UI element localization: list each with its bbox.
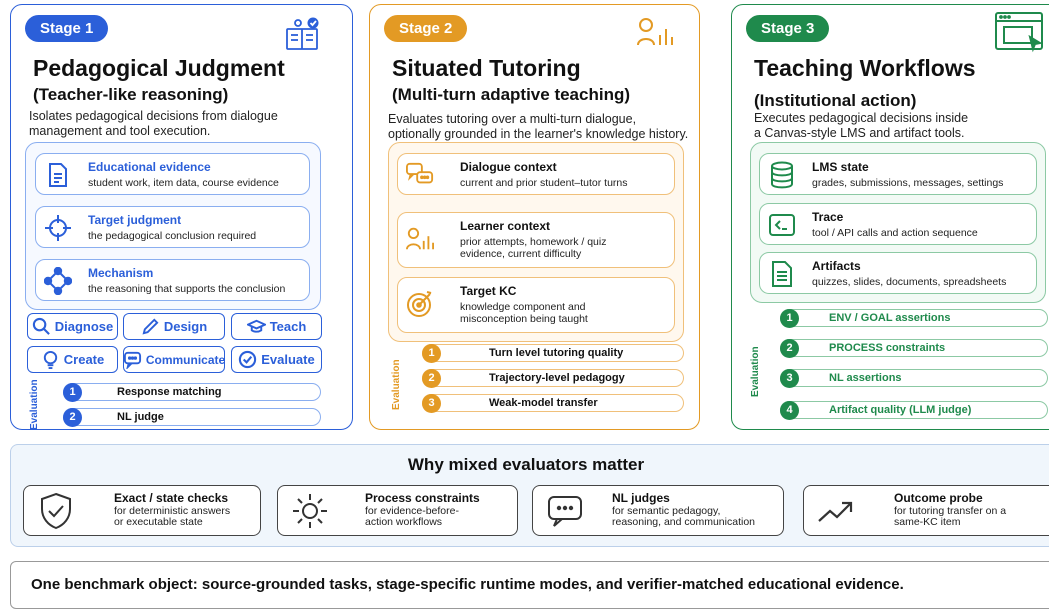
speech-bubble-icon bbox=[548, 496, 582, 527]
stage-2-description: Evaluates tutoring over a multi-turn dia… bbox=[388, 112, 689, 141]
check-circle-icon bbox=[239, 350, 257, 369]
why-item-nl-judges: NL judges for semantic pedagogy, reasoni… bbox=[532, 485, 784, 536]
diagnose-button[interactable]: Diagnose bbox=[27, 313, 118, 340]
stage-3-subtitle: (Institutional action) bbox=[754, 91, 917, 110]
stage-2-eval-row: 1 Turn level tutoring quality bbox=[422, 344, 684, 363]
stage-1-evaluation-label: Evaluation bbox=[29, 379, 40, 430]
card-learner-context: Learner context prior attempts, homework… bbox=[397, 212, 675, 268]
sun-gear-icon bbox=[293, 494, 327, 528]
stage-2-evaluation-label: Evaluation bbox=[391, 359, 402, 410]
evaluate-button[interactable]: Evaluate bbox=[231, 346, 322, 373]
browser-window-icon bbox=[995, 12, 1043, 53]
shield-check-icon bbox=[41, 492, 71, 530]
file-icon bbox=[772, 261, 792, 287]
learner-chart-icon bbox=[406, 227, 434, 250]
stage-1-description: Isolates pedagogical decisions from dial… bbox=[29, 109, 278, 138]
why-item-outcome-probe: Outcome probe for tutoring transfer on a… bbox=[803, 485, 1049, 536]
network-icon bbox=[44, 267, 72, 295]
stage-2-panel: Stage 2 Situated Tutoring (Multi-turn ad… bbox=[369, 4, 700, 430]
chat-icon bbox=[123, 351, 141, 369]
stage-3-evaluation-label: Evaluation bbox=[750, 346, 761, 397]
teacher-book-icon bbox=[286, 17, 319, 50]
why-item-exact-checks: Exact / state checks for deterministic a… bbox=[23, 485, 261, 536]
stage-2-label: Stage 2 bbox=[384, 15, 468, 42]
database-icon bbox=[771, 161, 793, 189]
terminal-icon bbox=[769, 214, 795, 236]
card-trace: Trace tool / API calls and action sequen… bbox=[759, 203, 1037, 245]
stage-3-eval-row: 2 PROCESS constraints bbox=[780, 339, 1048, 358]
card-target-judgment: Target judgment the pedagogical conclusi… bbox=[35, 206, 310, 248]
card-lms-state: LMS state grades, submissions, messages,… bbox=[759, 153, 1037, 195]
why-evaluators-section: Why mixed evaluators matter Exact / stat… bbox=[10, 444, 1049, 547]
card-mechanism: Mechanism the reasoning that supports th… bbox=[35, 259, 310, 301]
why-item-process-constraints: Process constraints for evidence-before-… bbox=[277, 485, 518, 536]
stage-3-eval-row: 4 Artifact quality (LLM judge) bbox=[780, 401, 1048, 420]
stage-2-title: Situated Tutoring bbox=[392, 55, 581, 81]
bullseye-icon bbox=[407, 291, 432, 317]
create-button[interactable]: Create bbox=[27, 346, 118, 373]
stage-1-label: Stage 1 bbox=[25, 15, 109, 42]
stage-3-eval-row: 3 NL assertions bbox=[780, 369, 1048, 388]
magnifier-icon bbox=[32, 317, 50, 335]
stage-1-eval-row: 2 NL judge bbox=[63, 408, 321, 427]
trend-arrow-icon bbox=[818, 501, 853, 522]
footer-box: One benchmark object: source-grounded ta… bbox=[10, 561, 1049, 609]
stage-1-subtitle: (Teacher-like reasoning) bbox=[33, 85, 229, 104]
card-artifacts: Artifacts quizzes, slides, documents, sp… bbox=[759, 252, 1037, 294]
card-dialogue-context: Dialogue context current and prior stude… bbox=[397, 153, 675, 195]
stage-3-label: Stage 3 bbox=[746, 15, 830, 42]
teach-button[interactable]: Teach bbox=[231, 313, 322, 340]
stage-2-eval-row: 2 Trajectory-level pedagogy bbox=[422, 369, 684, 388]
stage-3-panel: Stage 3 Teaching Workflows (Institutiona… bbox=[731, 4, 1049, 430]
document-icon bbox=[49, 163, 67, 187]
stage-1-panel: Stage 1 Pedagogical Judgment (Teacher-li… bbox=[10, 4, 353, 430]
learner-chart-icon bbox=[637, 18, 673, 46]
stage-1-eval-row: 1 Response matching bbox=[63, 383, 321, 402]
lightbulb-icon bbox=[43, 350, 57, 369]
stage-3-title: Teaching Workflows bbox=[754, 55, 976, 81]
design-button[interactable]: Design bbox=[123, 313, 225, 340]
stage-1-title: Pedagogical Judgment bbox=[33, 55, 285, 81]
pencil-icon bbox=[142, 318, 159, 335]
stage-2-eval-row: 3 Weak-model transfer bbox=[422, 394, 684, 413]
stage-2-subtitle: (Multi-turn adaptive teaching) bbox=[392, 85, 630, 104]
why-title: Why mixed evaluators matter bbox=[407, 455, 645, 474]
stage-3-description: Executes pedagogical decisions inside a … bbox=[754, 111, 969, 140]
graduation-cap-icon bbox=[246, 319, 266, 333]
card-educational-evidence: Educational evidence student work, item … bbox=[35, 153, 310, 195]
dialogue-icon bbox=[406, 162, 434, 184]
stage-3-eval-row: 1 ENV / GOAL assertions bbox=[780, 309, 1048, 328]
card-target-kc: Target KC knowledge component and miscon… bbox=[397, 277, 675, 333]
footer-text: One benchmark object: source-grounded ta… bbox=[31, 576, 904, 593]
communicate-button[interactable]: Communicate bbox=[123, 346, 225, 373]
target-icon bbox=[45, 215, 71, 241]
